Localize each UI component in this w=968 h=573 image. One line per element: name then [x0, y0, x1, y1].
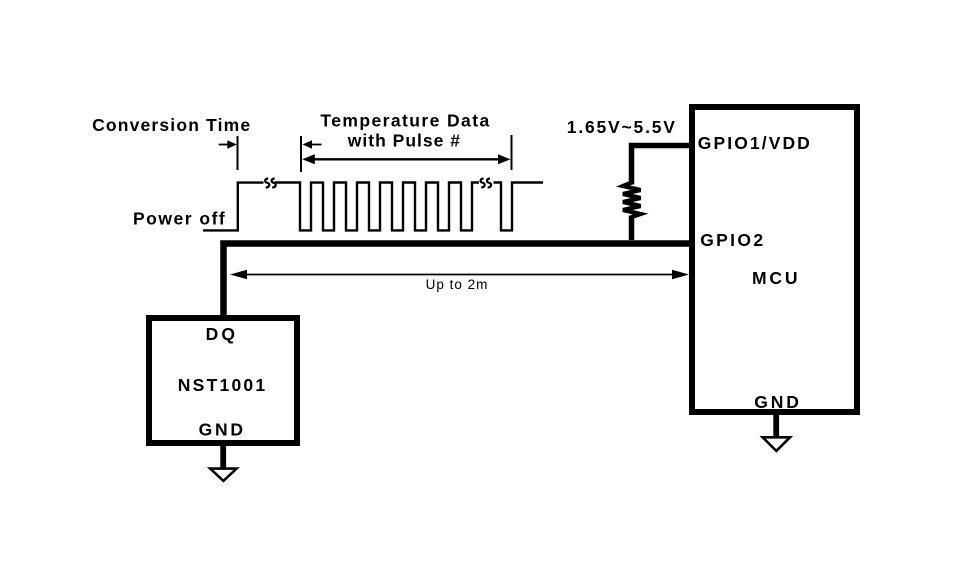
svg-text:Up to 2m: Up to 2m [426, 277, 489, 292]
svg-text:GND: GND [199, 419, 246, 439]
svg-text:Conversion Time: Conversion Time [92, 115, 251, 135]
svg-text:DQ: DQ [206, 324, 239, 344]
svg-text:with Pulse #: with Pulse # [347, 131, 461, 151]
svg-text:MCU: MCU [752, 268, 800, 288]
svg-text:GPIO1/VDD: GPIO1/VDD [698, 133, 812, 153]
svg-text:GPIO2: GPIO2 [700, 230, 765, 250]
svg-text:1.65V~5.5V: 1.65V~5.5V [567, 117, 677, 137]
svg-text:Power off: Power off [133, 208, 226, 228]
svg-text:Temperature Data: Temperature Data [320, 110, 490, 130]
svg-text:GND: GND [754, 392, 802, 412]
svg-text:NST1001: NST1001 [178, 375, 268, 395]
